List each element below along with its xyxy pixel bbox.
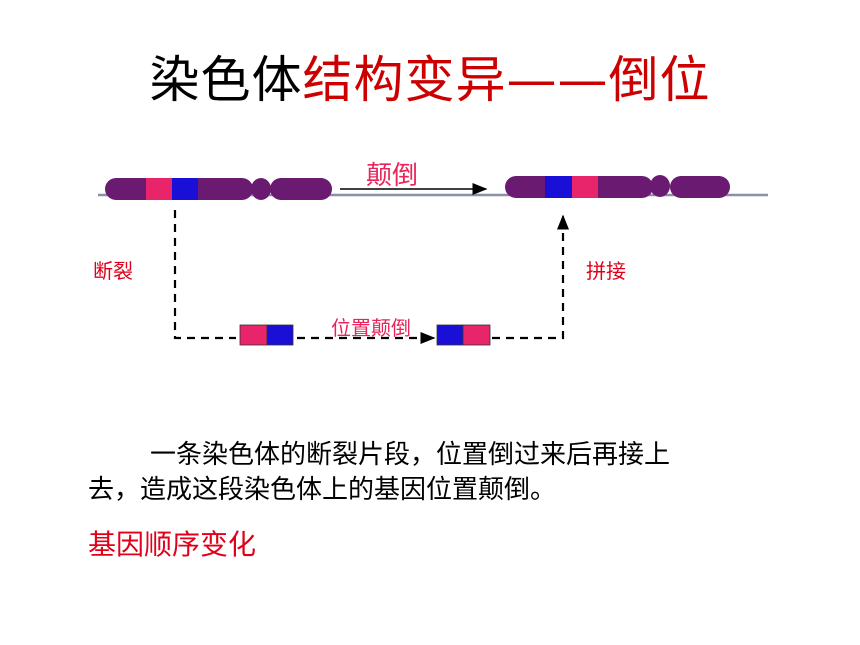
inverted-short-arm [670,176,730,198]
break-label: 断裂 [93,259,133,283]
description-line-1: 一条染色体的断裂片段，位置倒过来后再接上 [150,440,671,470]
title-red-part: 结构变异——倒位 [302,51,711,109]
break-path-left [173,210,236,340]
join-label: 拼接 [586,259,626,283]
original-pink-segment [146,178,172,200]
inverted-chromosome [505,175,730,198]
slide-title: 染色体结构变异——倒位 [0,40,860,120]
original-chromosome [105,178,332,200]
flipped-pink-block [462,324,491,346]
description-line-2: 去，造成这段染色体上的基因位置颠倒。 [88,475,557,505]
detached-blue-block [266,324,294,346]
inverted-blue-segment [545,176,572,198]
summary-text: 基因顺序变化 [88,528,257,561]
detached-segment [239,324,294,346]
description-paragraph: 一条染色体的断裂片段，位置倒过来后再接上 去，造成这段染色体上的基因位置颠倒。 [88,438,778,508]
join-path-right [492,225,565,340]
flipped-segment [436,324,491,346]
original-short-arm [270,178,332,200]
original-blue-segment [172,178,198,200]
title-black-part: 染色体 [149,51,303,109]
inverted-pink-segment [572,176,598,198]
flip-label: 位置颠倒 [331,316,411,340]
original-centromere [251,178,271,200]
arrow-label: 颠倒 [366,161,419,191]
detached-pink-block [239,324,268,346]
flipped-blue-block [436,324,464,346]
inverted-centromere [650,175,670,197]
